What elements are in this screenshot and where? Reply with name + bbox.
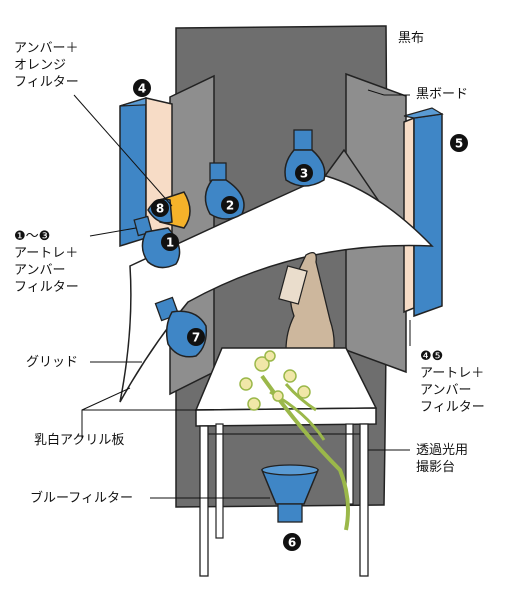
label-blue-filter: ブルーフィルター [30, 491, 133, 506]
label-line: 透過光用 [416, 443, 469, 458]
light-number-8: 8 [156, 202, 164, 216]
light-7: 7 [154, 296, 208, 358]
label-line: アンバー [14, 263, 66, 278]
label-line: アートレ＋ [14, 246, 79, 261]
label-marker: ❶〜❸ [14, 229, 51, 244]
light-number-4: 4 [138, 82, 146, 96]
label-amber-orange-filter: アンバー＋ オレンジ フィルター [14, 40, 79, 91]
label-line: フィルター [420, 400, 485, 415]
light-2: 2 [204, 162, 245, 220]
light-number-7: 7 [192, 331, 200, 345]
label-black-board: 黒ボード [416, 87, 469, 102]
light-number-5: 5 [455, 137, 463, 151]
label-lights-1-3: ❶〜❸ アートレ＋ アンバー フィルター [14, 228, 79, 296]
label-line: 撮影台 [416, 460, 456, 475]
milky-acrylic-sheet [119, 175, 434, 403]
light-number-2: 2 [226, 199, 234, 213]
label-black-cloth: 黒布 [398, 31, 425, 46]
label-marker: ❹❺ [420, 349, 444, 364]
label-lights-4-5: ❹❺ アートレ＋ アンバー フィルター [420, 348, 485, 416]
vase-and-bag [278, 252, 335, 375]
light-number-6: 6 [288, 536, 296, 550]
light-1: 1 [133, 215, 181, 269]
label-grid: グリッド [26, 355, 79, 370]
label-milky-acrylic: 乳白アクリル板 [34, 433, 125, 448]
flowers [239, 350, 350, 531]
label-line: アンバー＋ [14, 41, 79, 56]
label-line: アートレ＋ [420, 366, 485, 381]
label-line: フィルター [14, 280, 79, 295]
softbox-5: 5 [403, 107, 468, 318]
label-line: フィルター [14, 75, 79, 90]
light-6: 6 [260, 464, 320, 551]
leader-lines [73, 89, 411, 499]
light-number-3: 3 [300, 167, 308, 181]
light-number-1: 1 [166, 236, 174, 250]
label-line: オレンジ [14, 58, 67, 73]
label-line: アンバー [420, 383, 472, 398]
light-3: 3 [284, 129, 326, 187]
label-light-table: 透過光用 撮影台 [416, 442, 468, 476]
